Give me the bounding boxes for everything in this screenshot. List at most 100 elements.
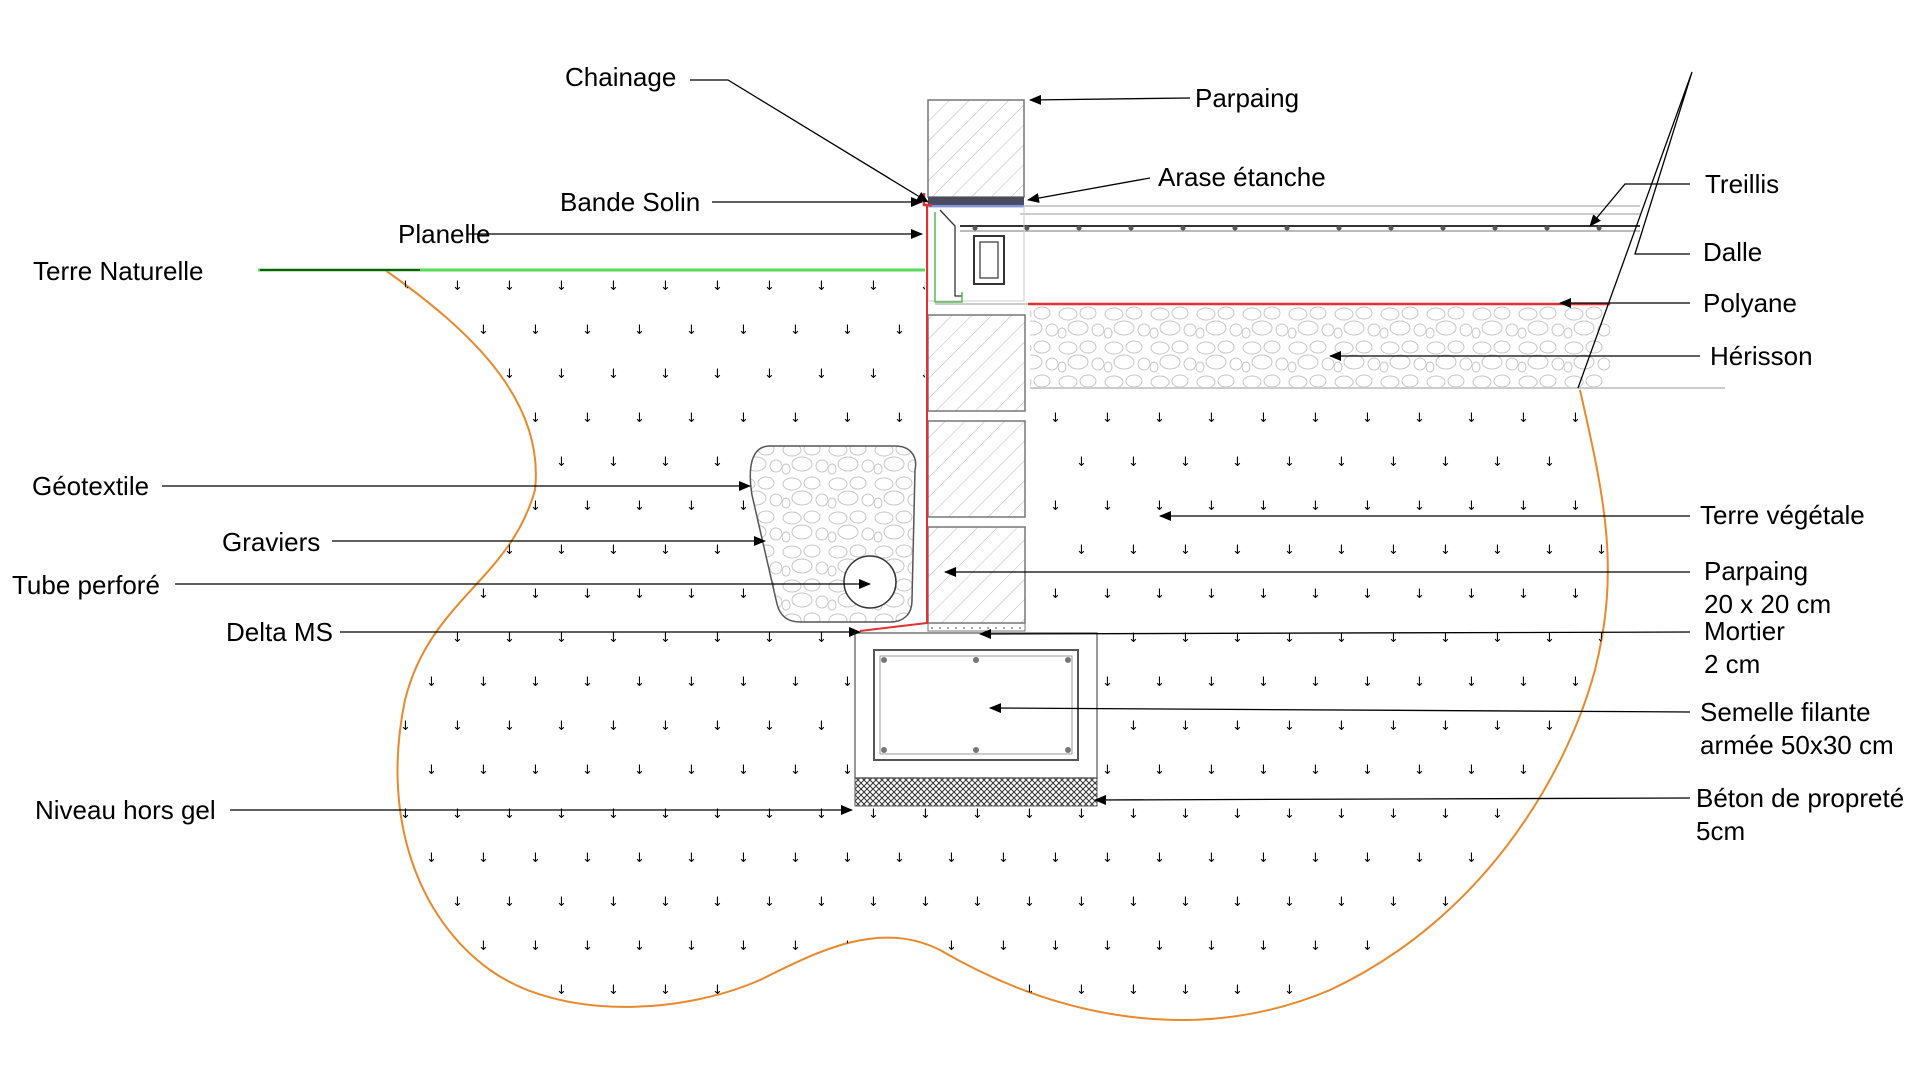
soil-mark: ↓ (608, 367, 619, 382)
soil-mark: ↓ (1258, 587, 1269, 602)
soil-mark: ↓ (608, 279, 619, 294)
soil-mark: ↓ (1206, 763, 1217, 778)
soil-mark: ↓ (1544, 543, 1555, 558)
soil-mark: ↓ (1596, 543, 1607, 558)
soil-mark: ↓ (764, 983, 775, 998)
soil-mark: ↓ (426, 763, 437, 778)
soil-mark: ↓ (556, 895, 567, 910)
soil-mark: ↓ (842, 851, 853, 866)
label-tube-perfore: Tube perforé (12, 570, 160, 600)
treillis-bar (1596, 225, 1602, 231)
soil-mark: ↓ (1544, 895, 1555, 910)
soil-mark: ↓ (608, 807, 619, 822)
soil-mark: ↓ (556, 367, 567, 382)
soil-mark: ↓ (1440, 455, 1451, 470)
soil-mark: ↓ (790, 675, 801, 690)
soil-mark: ↓ (660, 983, 671, 998)
soil-mark: ↓ (1596, 279, 1607, 294)
soil-mark: ↓ (1310, 851, 1321, 866)
soil-mark: ↓ (608, 631, 619, 646)
soil-mark: ↓ (1388, 719, 1399, 734)
soil-mark: ↓ (1362, 675, 1373, 690)
soil-mark: ↓ (504, 719, 515, 734)
soil-mark: ↓ (1206, 675, 1217, 690)
soil-mark: ↓ (998, 939, 1009, 954)
soil-mark: ↓ (1206, 587, 1217, 602)
soil-mark: ↓ (1570, 499, 1581, 514)
label-graviers: Graviers (222, 527, 320, 557)
soil-mark: ↓ (1336, 807, 1347, 822)
label-niveau-hors-gel: Niveau hors gel (35, 795, 216, 825)
arase-etanche-strip (928, 197, 1024, 206)
soil-mark: ↓ (452, 279, 463, 294)
soil-mark: ↓ (1102, 499, 1113, 514)
soil-mark: ↓ (1570, 763, 1581, 778)
soil-mark: ↓ (738, 763, 749, 778)
soil-mark: ↓ (1570, 587, 1581, 602)
soil-mark: ↓ (1310, 587, 1321, 602)
herisson-layer (1030, 305, 1610, 387)
soil-mark: ↓ (738, 411, 749, 426)
soil-mark: ↓ (1570, 851, 1581, 866)
soil-mark: ↓ (1362, 499, 1373, 514)
soil-mark: ↓ (556, 279, 567, 294)
soil-mark: ↓ (764, 367, 775, 382)
soil-mark: ↓ (738, 939, 749, 954)
soil-mark: ↓ (1362, 411, 1373, 426)
soil-mark: ↓ (1570, 939, 1581, 954)
soil-mark: ↓ (686, 411, 697, 426)
soil-mark: ↓ (452, 367, 463, 382)
soil-mark: ↓ (634, 499, 645, 514)
soil-mark: ↓ (1206, 411, 1217, 426)
soil-mark: ↓ (1414, 411, 1425, 426)
label-semelle-1: Semelle filante (1700, 697, 1871, 727)
soil-mark: ↓ (1076, 455, 1087, 470)
label-beton-1: Béton de propreté (1696, 783, 1904, 813)
label-delta-ms: Delta MS (226, 617, 333, 647)
soil-mark: ↓ (1518, 939, 1529, 954)
soil-mark: ↓ (894, 411, 905, 426)
soil-mark: ↓ (1024, 279, 1035, 294)
soil-mark: ↓ (712, 983, 723, 998)
label-semelle-2: armée 50x30 cm (1700, 730, 1894, 760)
soil-mark: ↓ (738, 587, 749, 602)
soil-mark: ↓ (478, 323, 489, 338)
soil-mark: ↓ (1284, 543, 1295, 558)
soil-mark: ↓ (894, 851, 905, 866)
soil-mark: ↓ (634, 763, 645, 778)
mortier-joint (927, 622, 1026, 632)
label-bande-solin: Bande Solin (560, 187, 700, 217)
soil-mark: ↓ (1258, 851, 1269, 866)
soil-mark: ↓ (1076, 983, 1087, 998)
delta-ms-membrane (859, 205, 928, 632)
soil-mark: ↓ (1258, 763, 1269, 778)
soil-mark: ↓ (400, 367, 411, 382)
soil-mark: ↓ (1154, 939, 1165, 954)
soil-mark: ↓ (1102, 675, 1113, 690)
soil-mark: ↓ (1414, 763, 1425, 778)
soil-mark: ↓ (400, 895, 411, 910)
soil-mark: ↓ (842, 939, 853, 954)
soil-mark: ↓ (1180, 895, 1191, 910)
soil-mark: ↓ (1076, 543, 1087, 558)
soil-mark: ↓ (1388, 895, 1399, 910)
soil-mark: ↓ (452, 543, 463, 558)
label-beton-2: 5cm (1696, 816, 1745, 846)
soil-mark: ↓ (660, 895, 671, 910)
soil-mark: ↓ (816, 367, 827, 382)
label-mortier-2: 2 cm (1704, 649, 1760, 679)
soil-mark: ↓ (998, 851, 1009, 866)
upper-parpaing-block (927, 99, 1025, 198)
treillis-mesh (972, 225, 1602, 231)
soil-mark: ↓ (1102, 587, 1113, 602)
soil-mark: ↓ (972, 983, 983, 998)
soil-mark: ↓ (764, 279, 775, 294)
soil-mark: ↓ (478, 411, 489, 426)
soil-mark: ↓ (1128, 631, 1139, 646)
soil-mark: ↓ (764, 807, 775, 822)
soil-mark: ↓ (1232, 983, 1243, 998)
soil-mark: ↓ (1388, 279, 1399, 294)
treillis-bar (1284, 225, 1290, 231)
soil-mark: ↓ (1466, 763, 1477, 778)
semelle-filante (854, 632, 1098, 779)
